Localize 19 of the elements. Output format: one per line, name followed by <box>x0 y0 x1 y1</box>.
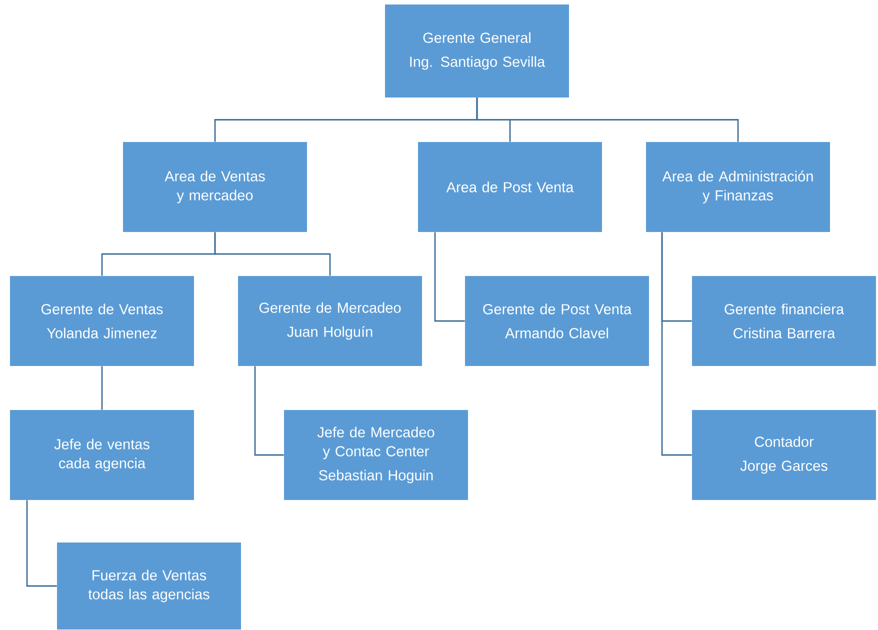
connector-line <box>254 366 284 456</box>
org-box: Area de Administración y Finanzas <box>646 142 830 232</box>
connector-line <box>476 98 739 142</box>
connector-line <box>661 232 692 456</box>
org-box: Area de Ventas y mercadeo <box>123 142 307 232</box>
connector-line <box>101 366 103 410</box>
org-box: Gerente de Mercadeo Juan Holguín <box>238 276 422 366</box>
connector-line <box>26 500 57 587</box>
org-box: Contador Jorge Garces <box>692 410 876 500</box>
org-box: Jefe de Mercadeo y Contac Center Sebastian Hoguin <box>284 410 468 500</box>
org-box: Jefe de ventas cada agencia <box>10 410 194 500</box>
org-box: Gerente de Post Venta Armando Clavel <box>465 276 649 366</box>
org-box: Gerente financiera Cristina Barrera <box>692 276 876 366</box>
connector-line <box>214 232 331 276</box>
org-box: Area de Post Venta <box>418 142 602 232</box>
org-box: Fuerza de Ventas todas las agencias <box>57 542 241 630</box>
connector-line <box>434 232 465 322</box>
org-box: Gerente General Ing. Santiago Sevilla <box>385 4 569 98</box>
org-box: Gerente de Ventas Yolanda Jimenez <box>10 276 194 366</box>
